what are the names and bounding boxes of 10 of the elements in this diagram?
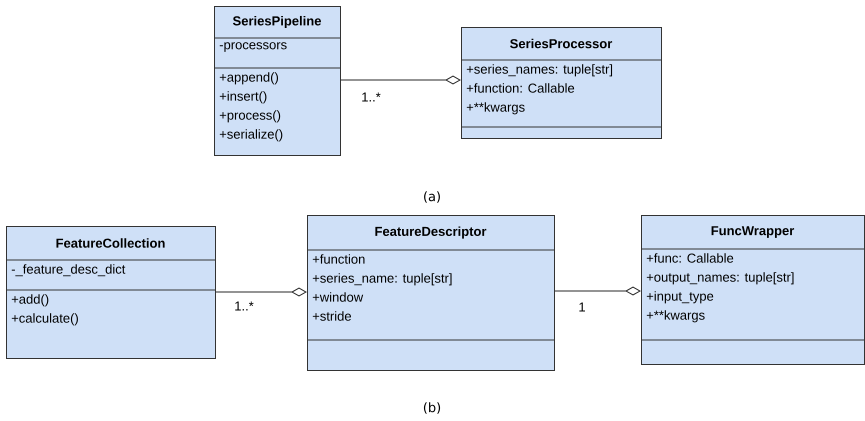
class-box: FeatureCollection -_feature_desc_dict +add() +calculate() <box>6 226 216 359</box>
multiplicity-label: 1..* <box>235 302 254 310</box>
class-box: FeatureDescriptor +function +series_name: tuple[str] +window +stride <box>306 215 555 371</box>
multiplicity-label: 1 <box>579 302 585 312</box>
multiplicity-label: 1..* <box>362 92 381 102</box>
subfigure-label: (a) <box>424 191 440 203</box>
class-box: FuncWrapper +func: Callable +output_names: tuple[str] +input_type +**kwargs <box>640 215 865 365</box>
subfigure-label: (b) <box>424 402 440 414</box>
class-box: SeriesProcessor +series_names: tuple[str] +function: Callable +**kwargs <box>460 27 662 139</box>
class-box: SeriesPipeline -processors +append() +insert() +process() +serialize() <box>214 6 341 156</box>
